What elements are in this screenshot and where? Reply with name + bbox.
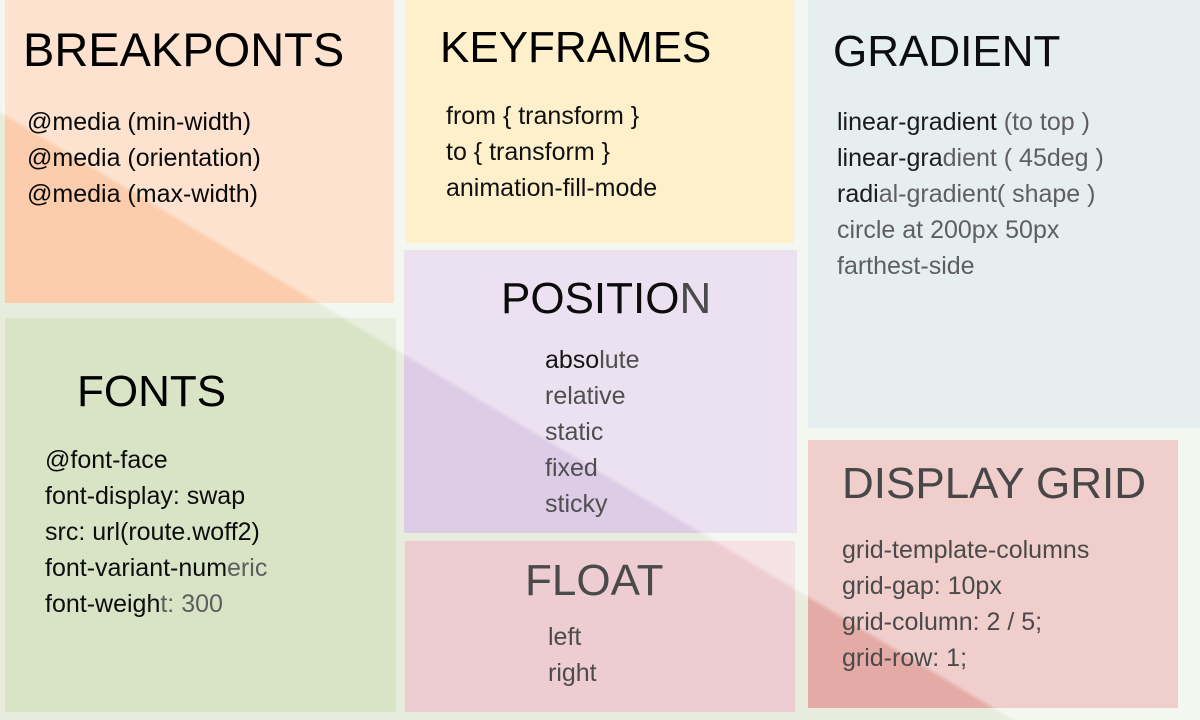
panel-list-gradient: linear-gradient (to top ) linear-gradien… <box>837 104 1200 284</box>
list-item: linear-gradient (to top ) <box>837 108 1090 136</box>
panel-list-position: absolute relative static fixed sticky <box>545 342 797 522</box>
panel-keyframes[interactable]: KEYFRAMES from { transform } to { transf… <box>406 0 794 243</box>
panel-float[interactable]: FLOAT left right <box>405 541 795 712</box>
list-item: @media (orientation) <box>27 144 261 172</box>
list-item: grid-row: 1; <box>842 644 968 672</box>
list-item: animation-fill-mode <box>446 174 658 202</box>
list-item: @font-face <box>45 446 168 474</box>
list-item: fixed <box>545 454 598 482</box>
panel-position[interactable]: POSITION absolute relative static fixed … <box>404 250 797 533</box>
panel-fonts[interactable]: FONTS @font-face font-display: swap src:… <box>5 318 396 712</box>
panel-breakpoints[interactable]: BREAKPONTS @media (min-width) @media (or… <box>5 0 394 303</box>
list-item: right <box>548 659 597 687</box>
list-item: static <box>545 418 604 446</box>
panel-list-float: left right <box>548 619 795 691</box>
list-item: grid-template-columns <box>842 536 1090 564</box>
panel-list-display-grid: grid-template-columns grid-gap: 10px gri… <box>842 532 1178 676</box>
panel-title-float: FLOAT <box>525 556 664 605</box>
list-item: relative <box>545 382 626 410</box>
panel-gradient[interactable]: GRADIENT linear-gradient (to top ) linea… <box>808 0 1200 428</box>
list-item: sticky <box>545 490 608 518</box>
panel-display-grid[interactable]: DISPLAY GRID grid-template-columns grid-… <box>808 440 1178 708</box>
panel-list-fonts: @font-face font-display: swap src: url(r… <box>45 442 396 622</box>
list-item: font-variant-numeric <box>45 554 268 582</box>
list-item: left <box>548 623 582 651</box>
list-item: grid-column: 2 / 5; <box>842 608 1043 636</box>
list-item: font-display: swap <box>45 482 246 510</box>
list-item: from { transform } <box>446 102 640 130</box>
panel-title-breakpoints: BREAKPONTS <box>23 23 345 76</box>
list-item: radial-gradient( shape ) <box>837 180 1096 208</box>
panel-list-breakpoints: @media (min-width) @media (orientation) … <box>27 104 394 212</box>
panel-title-keyframes: KEYFRAMES <box>440 23 712 72</box>
panel-title-gradient: GRADIENT <box>833 27 1061 76</box>
list-item: font-weight: 300 <box>45 590 223 618</box>
list-item: @media (max-width) <box>27 180 258 208</box>
list-item: circle at 200px 50px <box>837 216 1060 244</box>
list-item: absolute <box>545 346 640 374</box>
panel-list-keyframes: from { transform } to { transform } anim… <box>446 98 794 206</box>
panel-title-display-grid: DISPLAY GRID <box>842 459 1147 508</box>
list-item: src: url(route.woff2) <box>45 518 260 546</box>
list-item: @media (min-width) <box>27 108 252 136</box>
list-item: to { transform } <box>446 138 610 166</box>
panel-title-position: POSITION <box>501 274 712 323</box>
list-item: linear-gradient ( 45deg ) <box>837 144 1104 172</box>
list-item: farthest-side <box>837 252 975 280</box>
list-item: grid-gap: 10px <box>842 572 1002 600</box>
panel-title-fonts: FONTS <box>77 367 227 416</box>
